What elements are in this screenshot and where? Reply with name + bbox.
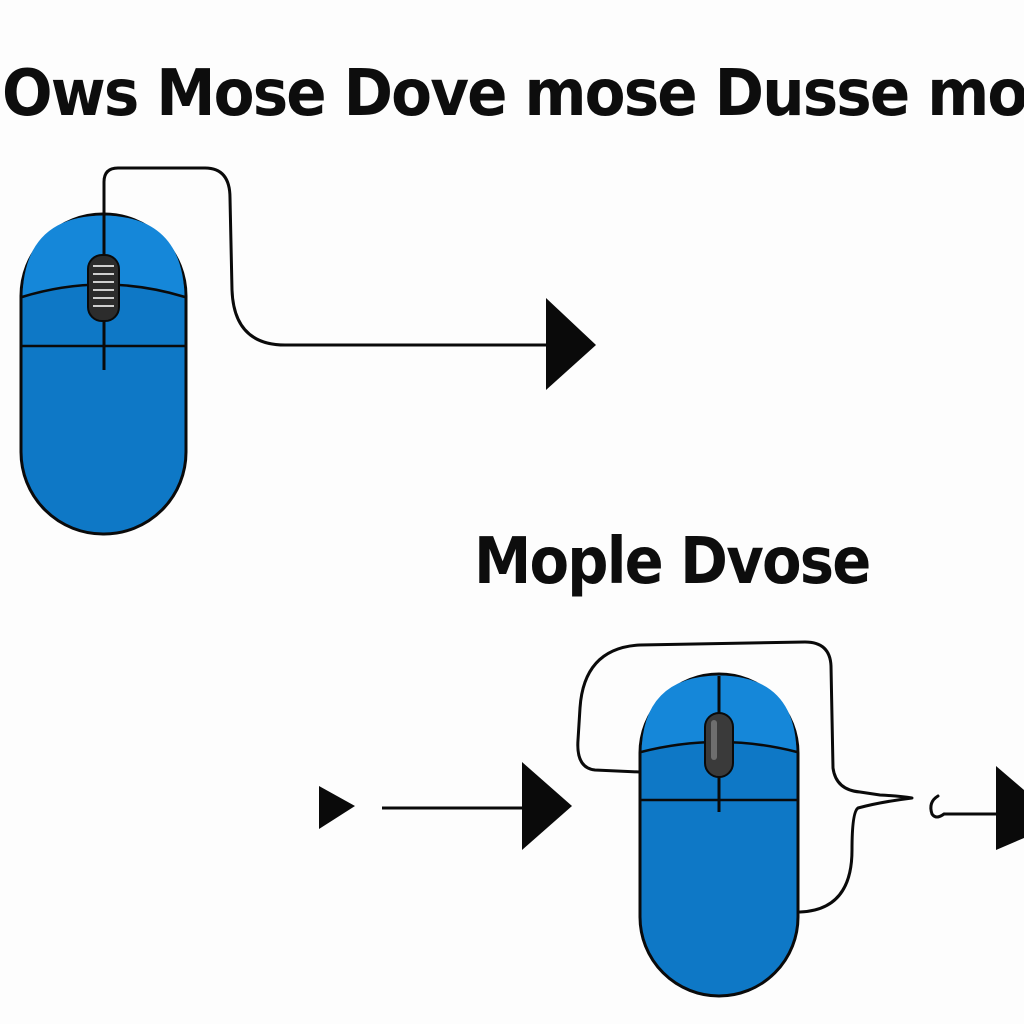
top-mouse-scroll-wheel [87, 254, 120, 322]
bottom-mouse-cable [576, 640, 914, 914]
top-arrow-icon [546, 298, 596, 390]
small-arrow-icon [319, 786, 355, 829]
bottom-mouse-body [638, 672, 800, 998]
bottom-right-arrow-icon [996, 766, 1024, 850]
bottom-mouse-wheel-highlight [711, 720, 717, 760]
bottom-mouse-icon [638, 672, 800, 998]
bottom-left-arrow-icon [522, 762, 572, 850]
bottom-mouse-scroll-wheel [704, 712, 734, 778]
top-mouse-cable [102, 166, 554, 372]
diagram-subtitle: Mople Dvose [474, 525, 871, 599]
cable-plug-end [929, 794, 946, 819]
top-mouse-icon [19, 212, 188, 536]
top-mouse-wheel-ridges [93, 265, 114, 307]
top-mouse-body [19, 212, 188, 536]
diagram-title: Ows Mose Dove mose Dusse mod [2, 57, 1024, 131]
